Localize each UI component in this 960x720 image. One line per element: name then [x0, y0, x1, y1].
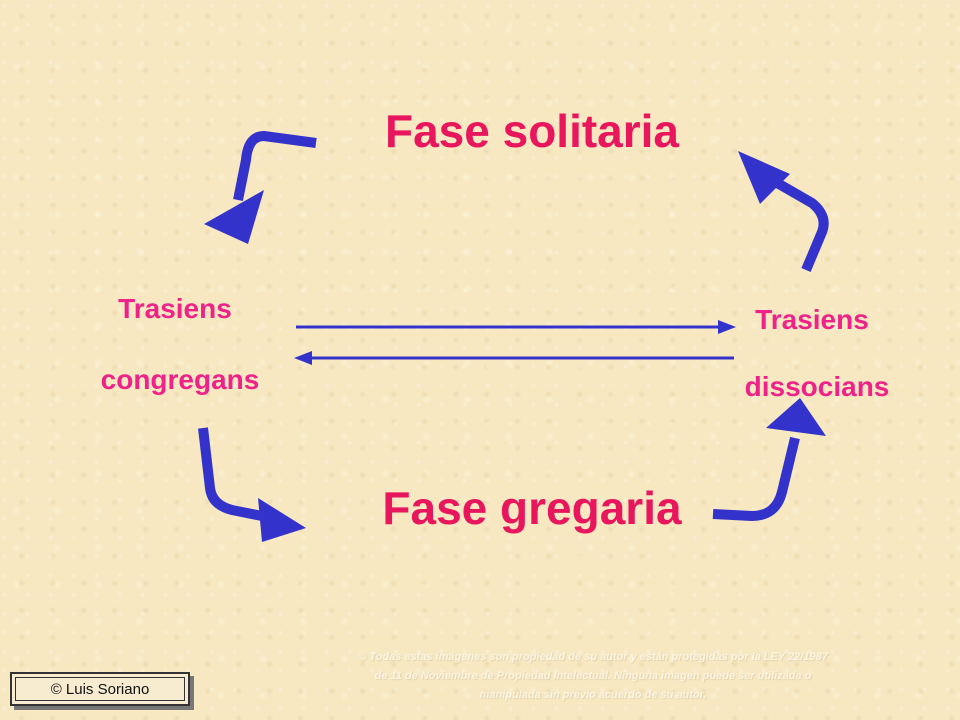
title-fase-solitaria: Fase solitaria	[384, 105, 680, 157]
connector-head-right	[718, 320, 736, 334]
author-stamp-text: © Luis Soriano	[15, 677, 185, 701]
copyright-line-2: de 11 de Noviembre de Propiedad Intelect…	[374, 670, 812, 682]
arrow-head-to-solitaria	[738, 151, 790, 204]
copyright-line-3: manipulada sin previo acuerdo de su auto…	[479, 689, 707, 701]
author-stamp: © Luis Soriano	[10, 672, 190, 706]
label-congregans: congregans	[100, 364, 260, 395]
arrow-head-to-congregans	[204, 190, 264, 244]
copyright-line-1: © Todas estas imágenes son propiedad de …	[358, 651, 828, 663]
label-dissocians: dissocians	[744, 371, 890, 402]
title-fase-gregaria: Fase gregaria	[382, 482, 682, 534]
arrow-congregans-to-gregaria	[198, 427, 273, 523]
copyright-notice: © Todas estas imágenes son propiedad de …	[230, 648, 956, 705]
arrow-head-to-gregaria	[258, 498, 306, 542]
label-trasiens-left: Trasiens	[118, 293, 232, 324]
label-trasiens-right: Trasiens	[755, 304, 869, 335]
arrow-gregaria-to-dissocians	[712, 436, 800, 521]
arrow-solitaria-to-congregans	[233, 131, 317, 201]
connector-head-left	[294, 351, 312, 365]
arrow-dissocians-to-solitaria	[769, 175, 829, 272]
arrow-head-to-dissocians	[766, 398, 826, 436]
